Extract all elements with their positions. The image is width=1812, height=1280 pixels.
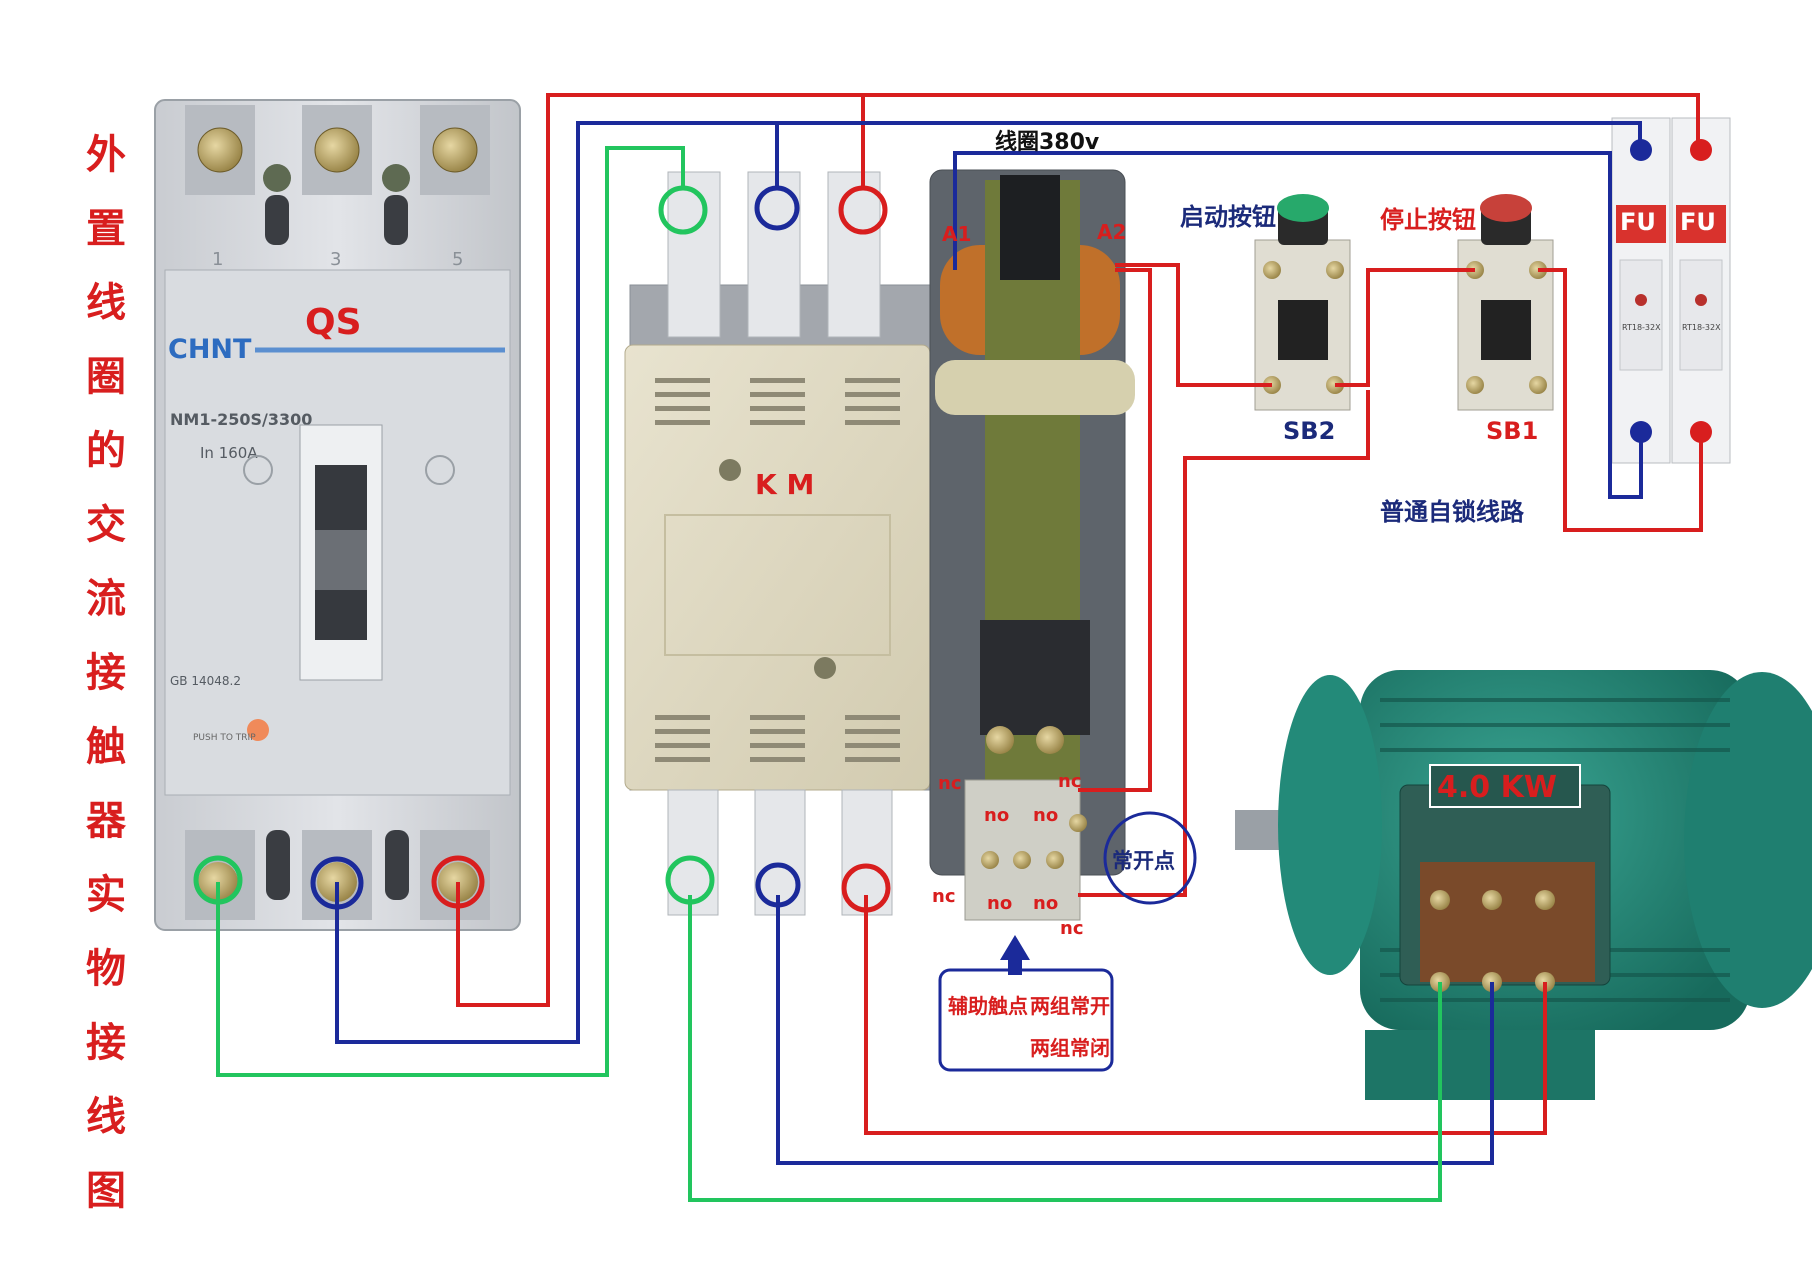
wire-motor-red <box>864 895 1547 1135</box>
stop-button-id: SB1 <box>1486 417 1539 445</box>
circuit-label: 普通自锁线路 <box>1380 498 1524 526</box>
fuse-label-1: FU <box>1620 208 1656 236</box>
wire-control-blue <box>953 151 1643 499</box>
coil-terminal-a2: A2 <box>1097 220 1127 244</box>
breaker-brand: CHNT <box>168 334 252 365</box>
aux-note-line1: 辅助触点 <box>948 994 1028 1018</box>
push-to-trip-button[interactable] <box>247 719 269 741</box>
normally-open-callout-circle <box>1103 811 1197 905</box>
terminal-markers <box>193 185 891 913</box>
motor-power-label: 4.0 KW <box>1437 770 1557 805</box>
aux-note-line2: 两组常开 <box>1030 994 1110 1018</box>
stop-button-sb1 <box>1457 194 1554 411</box>
breaker-rating: In 160A <box>200 444 258 462</box>
breaker-model: NM1-250S/3300 <box>170 410 312 429</box>
circuit-breaker-qs: 1 3 5 CHNT NM1-250S/3300 In 160A GB 1404… <box>154 99 521 931</box>
top-terminal-3: 3 <box>330 249 341 270</box>
fuse-model-1: RT18-32X <box>1622 323 1661 332</box>
motor-power-plate <box>1429 764 1581 808</box>
coil-terminal-a1: A1 <box>942 222 972 246</box>
aux-note-line3: 两组常闭 <box>1030 1036 1110 1060</box>
contactor-vents <box>655 378 900 762</box>
aux-nc-top-left: nc <box>938 773 962 794</box>
aux-no-top-left: no <box>984 805 1010 826</box>
up-arrow-icon <box>1000 935 1030 975</box>
aux-nc-top-right: nc <box>1058 771 1082 792</box>
top-terminal-1: 1 <box>212 249 223 270</box>
aux-no-bottom-left: no <box>987 893 1013 914</box>
breaker-label-qs: QS <box>305 302 362 343</box>
push-to-trip-label: PUSH TO TRIP <box>193 733 256 743</box>
aux-no-top-right: no <box>1033 805 1059 826</box>
wire-phase-blue-main <box>335 121 1642 1044</box>
start-button-id: SB2 <box>1283 417 1336 445</box>
fuse-label-2: FU <box>1680 208 1716 236</box>
wire-motor-blue <box>776 895 1494 1165</box>
aux-nc-bottom-left: nc <box>932 886 956 907</box>
wire-selflock-1 <box>1078 268 1152 792</box>
fuse-model-2: RT18-32X <box>1682 323 1721 332</box>
start-button-label: 启动按钮 <box>1180 203 1276 231</box>
contactor-label-km: K M <box>755 468 815 501</box>
aux-nc-bottom-right: nc <box>1060 918 1084 939</box>
breaker-standard: GB 14048.2 <box>170 674 241 688</box>
aux-contact-note-box <box>938 968 1114 1072</box>
wiring <box>216 93 1703 1202</box>
start-button-cap[interactable] <box>1277 194 1329 222</box>
wire-phase-red-main <box>456 93 1700 1007</box>
normally-open-label: 常开点 <box>1112 849 1175 873</box>
fuses-fu: RT18-32X RT18-32X <box>1611 117 1731 464</box>
wire-control-red-fuse <box>1538 268 1703 532</box>
vertical-title: 外置线 圈的交 流接触 器实物 接线图 <box>86 132 126 1214</box>
wire-motor-green <box>688 895 1442 1202</box>
wire-sb1-sb2 <box>1335 268 1475 387</box>
motor-4kw: 4.0 KW <box>1235 670 1812 1100</box>
stop-button-label: 停止按钮 <box>1380 206 1476 234</box>
stop-button-cap[interactable] <box>1480 194 1532 222</box>
aux-no-bottom-right: no <box>1033 893 1059 914</box>
top-terminal-5: 5 <box>452 249 463 270</box>
wire-sb2-a2 <box>1115 263 1272 387</box>
start-button-sb2 <box>1254 194 1351 411</box>
wire-phase-green-main <box>216 146 685 1077</box>
coil-voltage-label: 线圈380v <box>995 130 1100 155</box>
contactor-km <box>624 169 1135 921</box>
wire-selflock-2 <box>1078 390 1370 897</box>
breaker-top-terminals <box>185 105 490 245</box>
